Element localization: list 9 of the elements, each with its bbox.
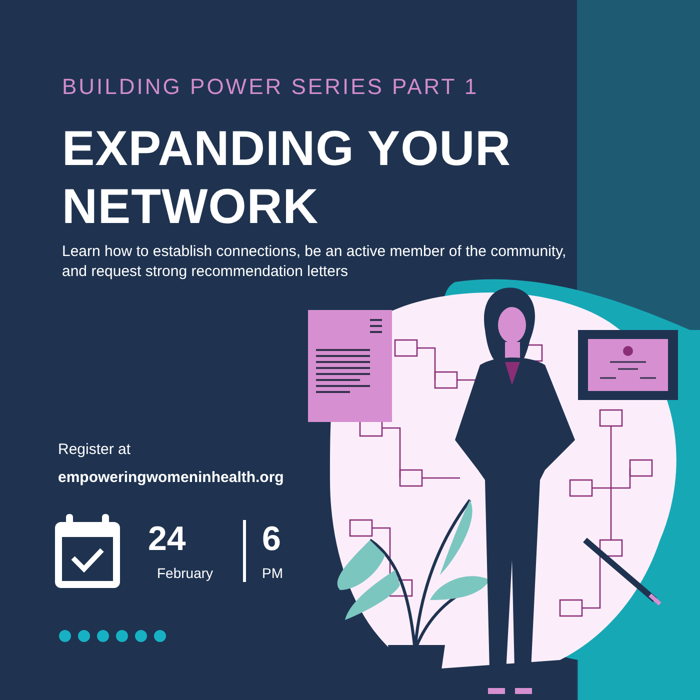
- poster-title: EXPANDING YOUR NETWORK: [62, 121, 512, 236]
- date-day: 24: [148, 520, 186, 559]
- register-text: Register at: [58, 441, 131, 458]
- time-period: PM: [262, 565, 283, 581]
- date-month: February: [157, 565, 214, 581]
- series-subtitle: BUILDING POWER SERIES PART 1: [62, 74, 479, 100]
- website-address: empoweringwomeninhealth.org: [58, 469, 284, 486]
- time-hour: 6: [262, 520, 281, 559]
- description-text: Learn how to establish connections, be an active member of the community, and request strong recommendation letters: [62, 242, 567, 282]
